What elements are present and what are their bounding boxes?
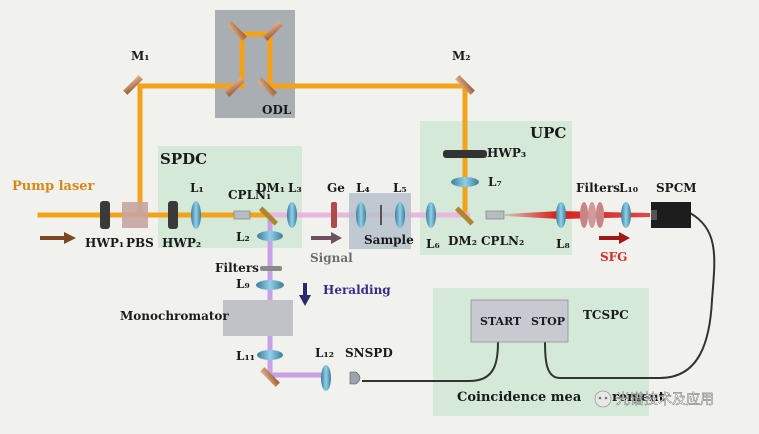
hwp3: [443, 150, 487, 158]
l5-label: L₅: [393, 181, 407, 195]
l5-lens: [395, 202, 405, 228]
start-label: START: [480, 315, 522, 328]
spdc-box: [158, 146, 302, 248]
tcspc-label: TCSPC: [583, 308, 629, 322]
filters-top-label: Filters: [576, 181, 620, 195]
l2-label: L₂: [236, 230, 250, 244]
pbs-label: PBS: [126, 236, 154, 250]
odl-label: ODL: [262, 103, 292, 117]
l10-label: L₁₀: [619, 181, 638, 195]
l12-lens: [321, 365, 331, 391]
sfg-arrow: [599, 232, 630, 244]
filters-left-label: Filters: [215, 261, 259, 275]
spdc-label: SPDC: [160, 150, 207, 168]
filters-stack: [580, 202, 604, 228]
hwp2: [168, 201, 178, 229]
sfg-beam: [505, 211, 650, 219]
snspd-label: SNSPD: [345, 346, 393, 360]
snspd-detector: [349, 371, 361, 385]
heralding-arrow: [299, 283, 311, 306]
m1-label: M₁: [131, 49, 150, 63]
l1-lens: [191, 201, 201, 229]
dm2-label: DM₂: [448, 234, 477, 248]
snspd-cable: [362, 341, 499, 382]
hwp1: [100, 201, 110, 229]
dm2: [454, 206, 475, 226]
l9-label: L₉: [236, 277, 250, 291]
upc-label: UPC: [530, 124, 566, 142]
spcm-detector: [651, 202, 691, 228]
hwp2-label: HWP₂: [162, 236, 201, 250]
dm1: [258, 206, 279, 226]
watermark-text: 光谱技术及应用: [616, 391, 714, 408]
spcm-label: SPCM: [656, 181, 697, 195]
monochromator-label: Monochromator: [120, 309, 229, 323]
wechat-icon: [594, 390, 612, 408]
heralding-mirror: [260, 367, 280, 387]
sfg-label: SFG: [600, 250, 627, 264]
l6-label: L₆: [426, 237, 440, 251]
l4-label: L₄: [356, 181, 370, 195]
l3-lens: [287, 202, 297, 228]
l10-lens: [621, 202, 631, 228]
heralding-label: Heralding: [323, 283, 391, 297]
spcm-port: [651, 210, 657, 220]
odl-box: [215, 10, 295, 118]
filters-heralding: [260, 266, 282, 271]
cpln1-crystal: [233, 210, 251, 220]
l2-lens: [257, 231, 283, 241]
l7-label: L₇: [488, 175, 502, 189]
l11-lens: [257, 350, 283, 360]
m2-mirror: [455, 75, 475, 95]
coincidence-label: Coincidence mea: [457, 390, 582, 405]
l1-label: L₁: [190, 181, 204, 195]
dm1-label: DM₁: [256, 181, 285, 195]
signal-label: Signal: [310, 251, 353, 265]
watermark: 光谱技术及应用: [594, 390, 714, 408]
odl-mirrors: [225, 21, 283, 97]
ge-filter: [331, 202, 337, 228]
pbs-cube: [122, 202, 148, 228]
l8-label: L₈: [556, 237, 570, 251]
ge-label: Ge: [327, 181, 345, 195]
l9-lens: [256, 280, 284, 290]
cpln1-label: CPLN₁: [228, 188, 271, 202]
monochromator-box: [223, 300, 293, 336]
cpln2-label: CPLN₂: [481, 234, 524, 248]
stop-label: STOP: [531, 315, 565, 328]
l8-lens: [556, 202, 566, 228]
m2-label: M₂: [452, 49, 471, 63]
l3-label: L₃: [288, 181, 302, 195]
upc-box: [420, 121, 572, 255]
l6-lens: [426, 202, 436, 228]
hwp1-label: HWP₁: [85, 236, 124, 250]
pump-laser-label: Pump laser: [12, 179, 95, 194]
l4-lens: [356, 202, 366, 228]
pump-input-arrow: [40, 232, 76, 244]
m1-mirror: [123, 75, 143, 95]
cpln2-crystal: [485, 210, 505, 220]
sample-label: Sample: [364, 233, 414, 247]
l12-label: L₁₂: [315, 346, 334, 360]
l11-label: L₁₁: [236, 349, 255, 363]
l7-lens: [451, 177, 479, 187]
signal-arrow: [311, 232, 342, 244]
spcm-cable: [544, 212, 716, 379]
tcspc-box: [470, 299, 569, 343]
coincidence-label-tail: rement: [612, 390, 665, 405]
hwp3-label: HWP₃: [487, 146, 526, 160]
